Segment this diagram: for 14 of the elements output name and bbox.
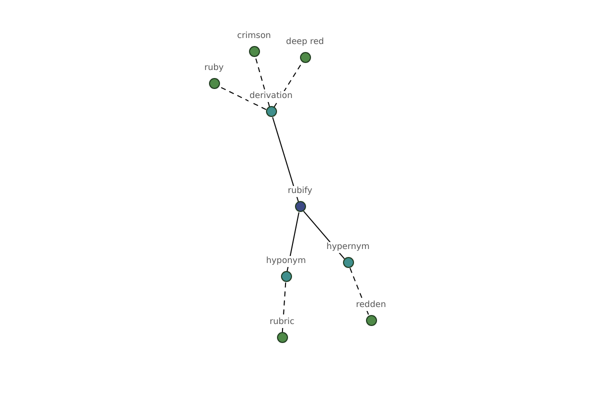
node-label: deep red xyxy=(285,37,325,48)
dashed-connector xyxy=(282,282,286,333)
dashed-connector xyxy=(273,62,303,108)
dashed-connector xyxy=(255,56,270,108)
connector xyxy=(272,116,299,202)
node-label: rubric xyxy=(268,317,296,328)
dashed-connector xyxy=(218,86,267,110)
node-label: hypernym xyxy=(325,242,371,253)
node-label: redden xyxy=(355,300,387,311)
node-label: hyponym xyxy=(265,256,307,267)
node-label: derivation xyxy=(248,91,294,102)
node-label: ruby xyxy=(203,63,225,74)
node-label: rubify xyxy=(286,186,314,197)
dashed-connector xyxy=(350,268,370,316)
